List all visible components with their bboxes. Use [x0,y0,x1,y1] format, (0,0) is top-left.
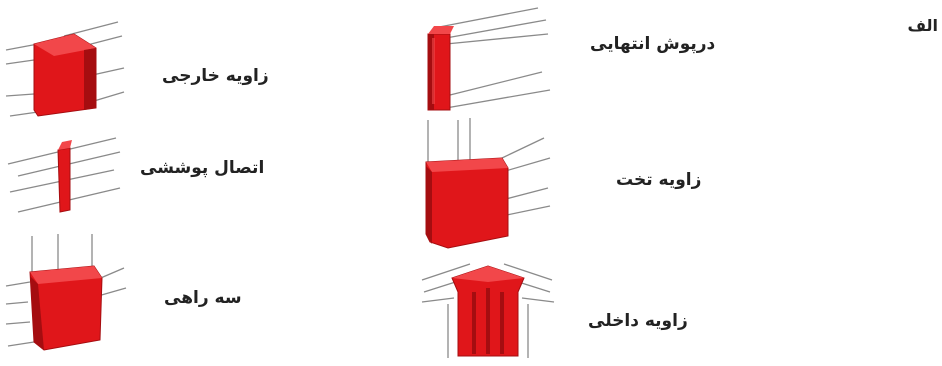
label-cover-joint: اتصال پوششی [140,160,264,177]
flat-corner-icon [418,118,558,258]
external-corner-icon [4,20,128,120]
end-cap-icon [418,4,558,116]
label-internal-corner: زاویه داخلی [588,313,688,330]
label-flat-corner: زاویه تخت [616,172,701,189]
label-end-cap: درپوش انتهایی [590,36,715,53]
label-external-corner: زاویه خارجی [162,68,269,85]
cover-joint-icon [4,128,128,218]
tee-junction-icon [4,232,128,362]
internal-corner-icon [418,258,558,362]
section-label: الف [907,18,938,34]
label-tee-junction: سه راهی [164,290,242,307]
